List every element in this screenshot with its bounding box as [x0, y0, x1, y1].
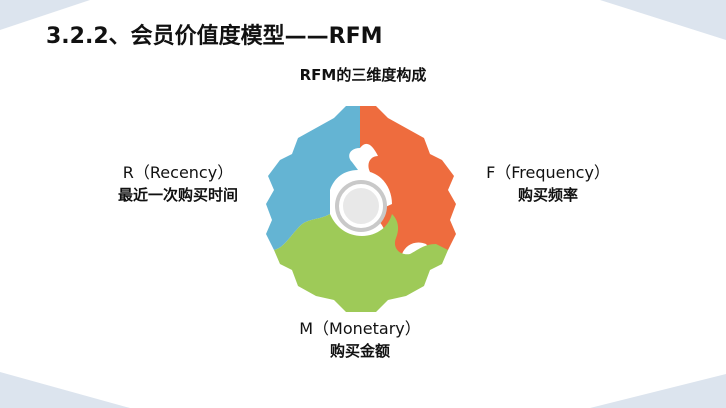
recency-gear-piece — [266, 106, 360, 250]
slide-title: 3.2.2、会员价值度模型——RFM — [46, 24, 383, 49]
corner-top-right — [600, 0, 726, 40]
corner-top-left — [0, 0, 90, 30]
rfm-gear-diagram — [266, 106, 456, 312]
monetary-chinese: 购买金额 — [329, 342, 390, 360]
corner-bottom-left — [0, 372, 130, 408]
recency-label: R（Recency） 最近一次购买时间 — [78, 162, 278, 206]
recency-english: R（Recency） — [122, 163, 234, 182]
corner-bottom-right — [590, 374, 726, 408]
monetary-english: M（Monetary） — [299, 319, 421, 338]
recency-chinese: 最近一次购买时间 — [117, 186, 238, 204]
frequency-label: F（Frequency） 购买频率 — [458, 162, 638, 206]
frequency-chinese: 购买频率 — [517, 186, 578, 204]
monetary-gear-piece — [274, 214, 448, 312]
frequency-english: F（Frequency） — [486, 163, 610, 182]
diagram-subtitle: RFM的三维度构成 — [299, 66, 427, 84]
monetary-label: M（Monetary） 购买金额 — [260, 318, 460, 362]
gear-hub-inner — [339, 184, 383, 228]
frequency-gear-piece — [360, 106, 456, 254]
